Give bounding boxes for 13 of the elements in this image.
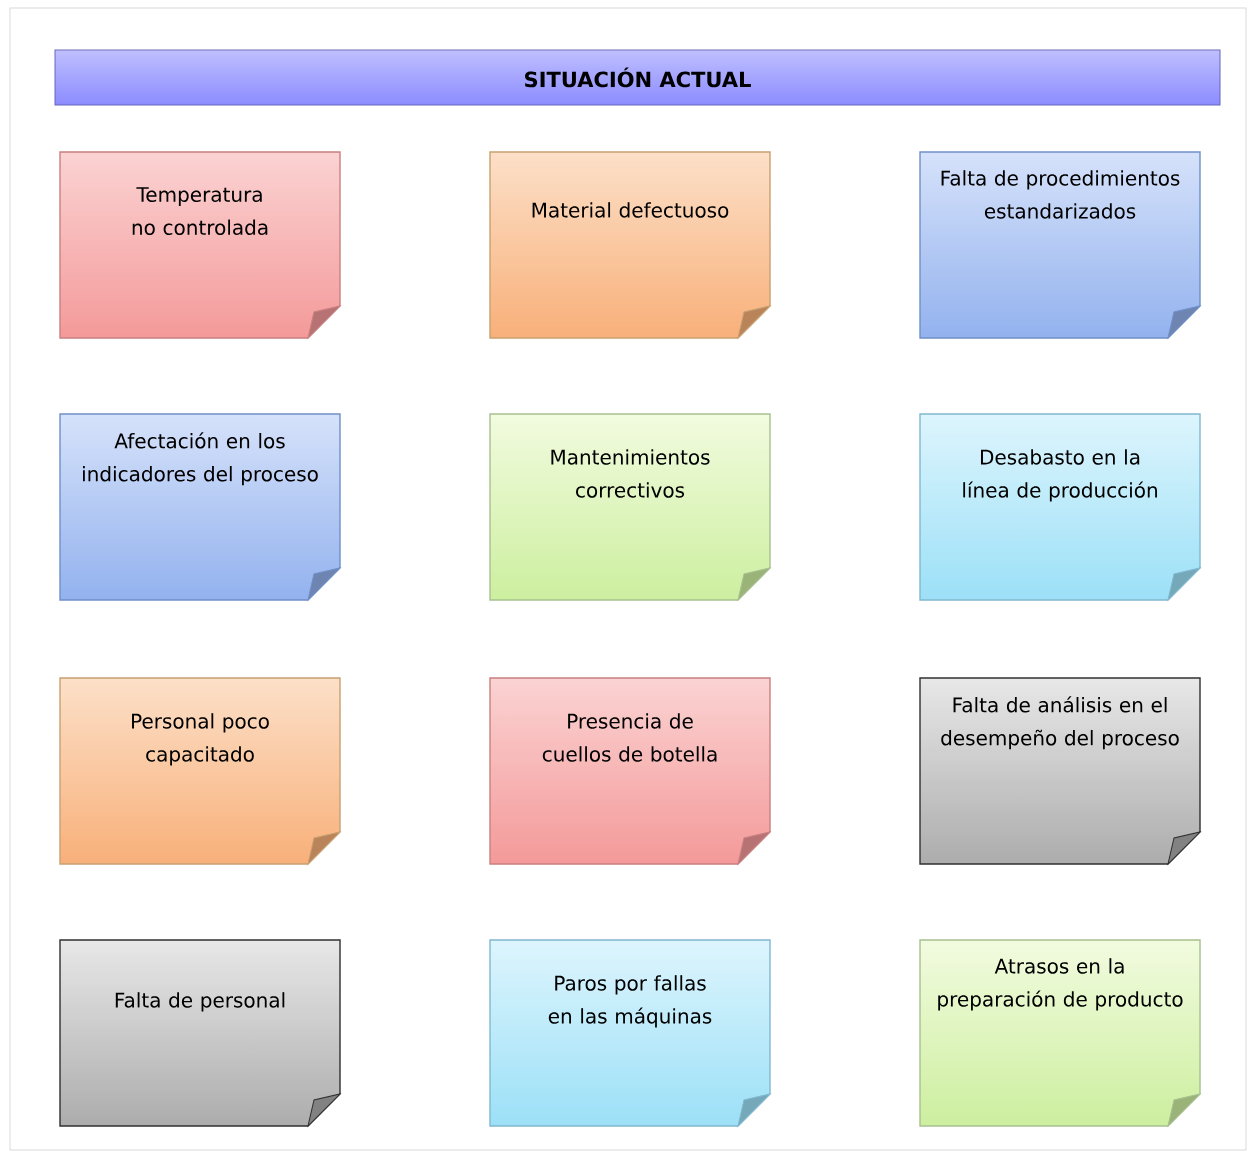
sticky-note: Falta de análisis en el desempeño del proceso xyxy=(919,677,1201,865)
sticky-note: Afectación en los indicadores del proceso xyxy=(59,413,341,601)
sticky-note: Material defectuoso xyxy=(489,151,771,339)
sticky-note: Paros por fallas en las máquinas xyxy=(489,939,771,1127)
sticky-note: Temperatura no controlada xyxy=(59,151,341,339)
sticky-note: Desabasto en la línea de producción xyxy=(919,413,1201,601)
sticky-note: Falta de personal xyxy=(59,939,341,1127)
sticky-note: Falta de procedimientos estandarizados xyxy=(919,151,1201,339)
sticky-note: Personal poco capacitado xyxy=(59,677,341,865)
sticky-note: Presencia de cuellos de botella xyxy=(489,677,771,865)
title-band: SITUACIÓN ACTUAL xyxy=(54,49,1221,106)
sticky-note: Atrasos en la preparación de producto xyxy=(919,939,1201,1127)
sticky-note: Mantenimientos correctivos xyxy=(489,413,771,601)
